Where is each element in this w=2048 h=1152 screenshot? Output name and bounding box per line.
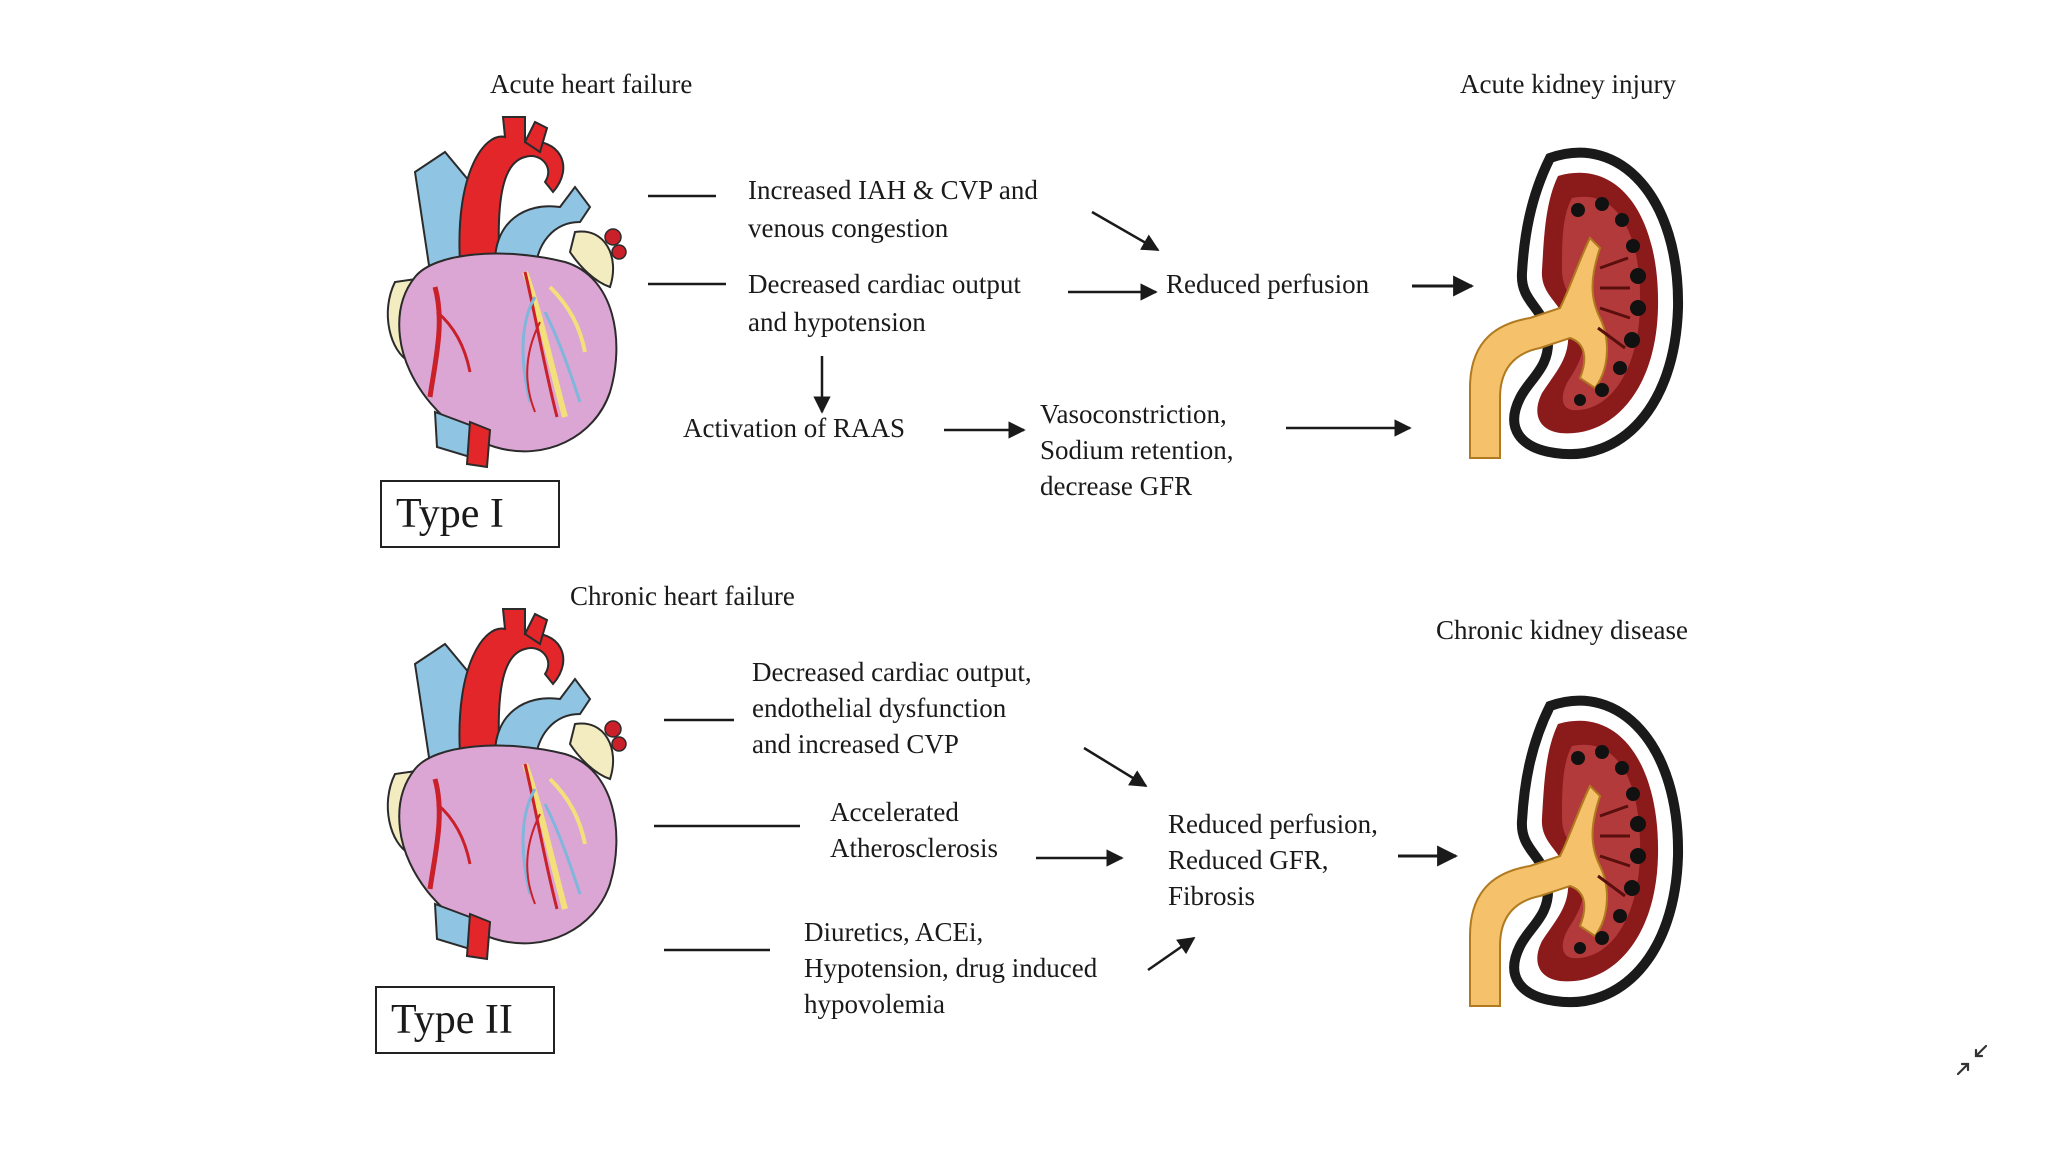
type1-cause-2-line-1: Decreased cardiac output [748,269,1021,299]
acute-kidney-injury-heading: Acute kidney injury [1460,69,1676,99]
type2-cause-3-line-3: hypovolemia [804,989,945,1019]
type1-effect-line-2: Sodium retention, [1040,435,1234,465]
type2-arrow-3 [1147,936,1196,972]
type2-cause-3-line-2: Hypotension, drug induced [804,953,1098,983]
heart-illustration-icon [375,604,635,964]
type-2-label: Type II [391,997,513,1043]
type2-arrow-1 [1083,746,1148,788]
chronic-heart-failure-heading: Chronic heart failure [570,581,795,611]
type-1-box: Type I [380,480,560,548]
type2-cause-1-line-3: and increased CVP [752,729,959,759]
exit-fullscreen-icon [1956,1044,1988,1076]
type2-outcome-line-1: Reduced perfusion, [1168,809,1378,839]
type1-activation-raas: Activation of RAAS [683,413,905,443]
type1-cause-1-line-1: Increased IAH & CVP and [748,175,1038,205]
type2-outcome-line-3: Fibrosis [1168,881,1256,911]
type2-cause-2-line-2: Atherosclerosis [830,833,998,863]
acute-heart-failure-heading: Acute heart failure [490,69,693,99]
type1-cause-1-line-2: venous congestion [748,213,949,243]
exit-fullscreen-button[interactable] [1952,1040,1992,1080]
heart-illustration-icon [375,112,635,472]
type2-outcome-line-2: Reduced GFR, [1168,845,1329,875]
type2-cause-2-line-1: Accelerated [830,797,959,827]
type2-cause-1-line-2: endothelial dysfunction [752,693,1007,723]
type1-effect-line-1: Vasoconstriction, [1040,399,1227,429]
kidney-illustration-icon [1460,686,1690,1016]
kidney-illustration-icon [1460,138,1690,468]
type-2-box: Type II [375,986,555,1054]
type-1-label: Type I [396,491,504,537]
type1-effect-line-3: decrease GFR [1040,471,1193,501]
type2-cause-1-line-1: Decreased cardiac output, [752,657,1032,687]
type1-reduced-perfusion: Reduced perfusion [1166,269,1370,299]
type1-arrow-congestion [1091,210,1160,252]
chronic-kidney-disease-heading: Chronic kidney disease [1436,615,1688,645]
type2-cause-3-line-1: Diuretics, ACEi, [804,917,984,947]
type1-cause-2-line-2: and hypotension [748,307,926,337]
